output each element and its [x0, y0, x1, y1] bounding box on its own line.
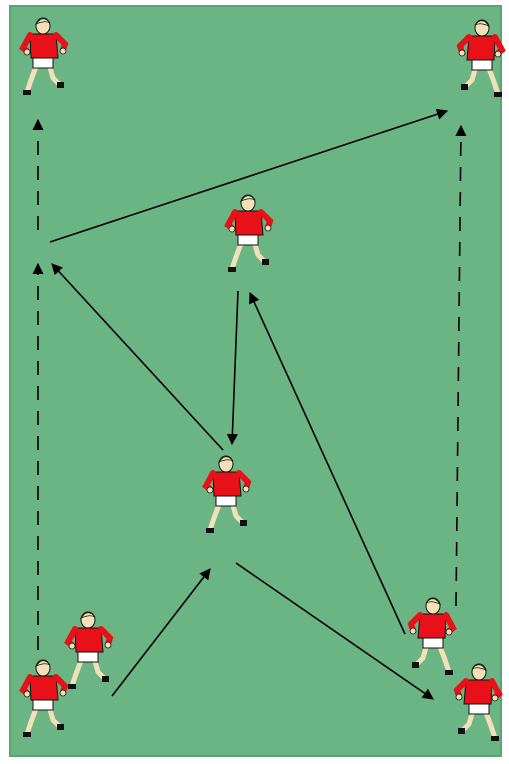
drill-diagram — [0, 0, 509, 764]
pitch-diagram — [0, 0, 509, 764]
